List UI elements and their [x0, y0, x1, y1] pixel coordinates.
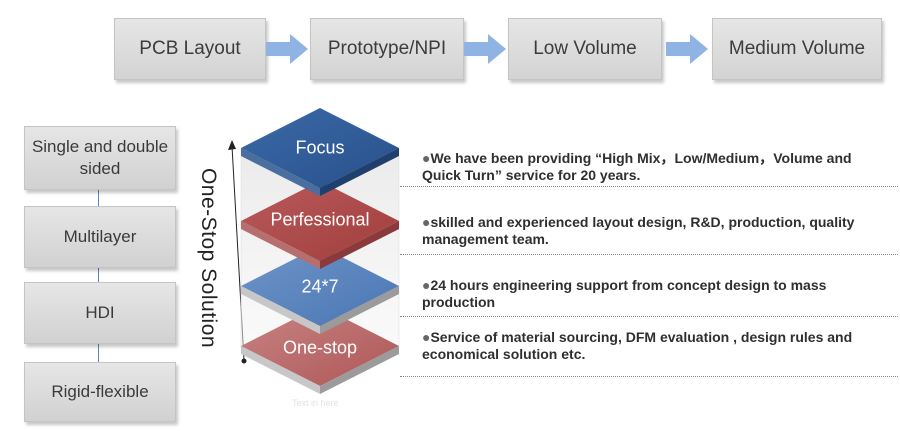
divider	[400, 376, 898, 377]
board-type-single-double: Single and double sided	[24, 126, 176, 190]
flow-step-pcb-layout: PCB Layout	[114, 18, 266, 80]
bullet-text-line1: 24 hours engineering support from concep…	[430, 277, 827, 293]
bullet-text-line2: economical solution etc.	[422, 346, 586, 362]
divider	[400, 186, 898, 187]
divider	[400, 316, 898, 317]
bullet-text-line2: Quick Turn” service for 20 years.	[422, 167, 641, 183]
connector-line	[98, 342, 99, 362]
bullet-item-2: ●skilled and experienced layout design, …	[422, 214, 892, 248]
layer-stack-diagram	[240, 108, 400, 394]
arrow-right-icon	[666, 34, 708, 64]
bullet-item-4: ●Service of material sourcing, DFM evalu…	[422, 329, 892, 363]
bullet-icon: ●	[422, 150, 431, 166]
layer-label-focus: Focus	[295, 137, 345, 158]
arrow-right-icon	[464, 34, 506, 64]
placeholder-text: Text in here	[292, 398, 339, 408]
bullet-text-line1: Service of material sourcing, DFM evalua…	[430, 329, 853, 345]
bullet-text-line2: production	[422, 294, 496, 310]
flow-step-low-volume: Low Volume	[508, 18, 662, 80]
connector-line	[98, 188, 99, 206]
connector-line	[98, 266, 99, 282]
bullet-text-line1: We have been providing “High Mix，Low/Med…	[430, 150, 852, 166]
layer-label-24x7: 24*7	[301, 276, 339, 297]
bullet-text-line2: management team.	[422, 231, 549, 247]
divider	[400, 254, 898, 255]
one-stop-solution-label: One-Stop Solution	[197, 167, 220, 349]
layer-label-one-stop: One-stop	[282, 337, 358, 358]
flow-step-medium-volume: Medium Volume	[712, 18, 882, 80]
board-type-rigid-flexible: Rigid-flexible	[24, 362, 176, 422]
bullet-icon: ●	[422, 329, 431, 345]
bullet-item-1: ●We have been providing “High Mix，Low/Me…	[422, 150, 892, 184]
layer-label-professional: Perfessional	[270, 209, 370, 230]
bullet-text-line1: skilled and experienced layout design, R…	[430, 214, 855, 230]
board-type-hdi: HDI	[24, 282, 176, 344]
bullet-item-3: ●24 hours engineering support from conce…	[422, 277, 892, 311]
bullet-icon: ●	[422, 277, 431, 293]
bullet-icon: ●	[422, 214, 431, 230]
board-type-multilayer: Multilayer	[24, 206, 176, 268]
flow-step-prototype-npi: Prototype/NPI	[310, 18, 464, 80]
arrow-right-icon	[266, 34, 308, 64]
